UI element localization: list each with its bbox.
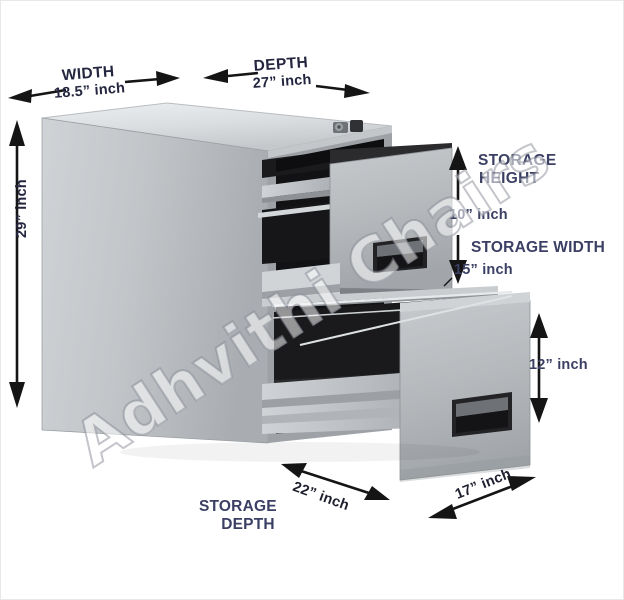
label-storage-height-value: 10” inch bbox=[449, 207, 508, 223]
cabinet-interior-upper bbox=[258, 177, 340, 264]
label-storage-width-title: STORAGE WIDTH bbox=[471, 239, 606, 256]
label-storage-depth-title-line2: DEPTH bbox=[221, 515, 275, 533]
label-storage-depth: STORAGE DEPTH bbox=[199, 498, 277, 534]
label-storage-depth-title-line1: STORAGE bbox=[199, 498, 277, 515]
label-storage-height: STORAGE HEIGHT bbox=[478, 152, 556, 188]
lower-drawer bbox=[262, 286, 531, 482]
arrow-depth bbox=[203, 69, 370, 98]
arrow-storage-height-down bbox=[449, 235, 467, 284]
label-storage-height-title-line2: HEIGHT bbox=[479, 169, 540, 187]
label-lower-drawer-height-value: 12” inch bbox=[529, 357, 588, 373]
label-storage-width-value: 15” inch bbox=[454, 262, 513, 278]
upper-drawer-handle bbox=[373, 236, 427, 273]
label-depth: DEPTH 27” inch bbox=[251, 54, 312, 93]
arrow-height-29 bbox=[9, 120, 25, 408]
arrow-storage-width-pointer bbox=[443, 277, 453, 287]
cabinet-left-side-panel bbox=[41, 117, 269, 444]
label-height-value: 29” inch bbox=[14, 179, 30, 238]
upper-drawer bbox=[262, 139, 453, 296]
arrow-storage-depth-22 bbox=[281, 463, 390, 500]
label-width: WIDTH 18.5” inch bbox=[52, 62, 126, 102]
lower-drawer-handle bbox=[452, 392, 512, 437]
arrow-lower-depth-17 bbox=[428, 476, 536, 519]
arrow-lower-height-12 bbox=[530, 313, 548, 423]
arrow-width bbox=[8, 71, 180, 103]
cabinet-lock bbox=[333, 120, 363, 133]
arrow-storage-height-up bbox=[449, 146, 467, 200]
dimension-arrows bbox=[8, 69, 548, 519]
label-storage-height-title-line1: STORAGE bbox=[478, 152, 557, 169]
